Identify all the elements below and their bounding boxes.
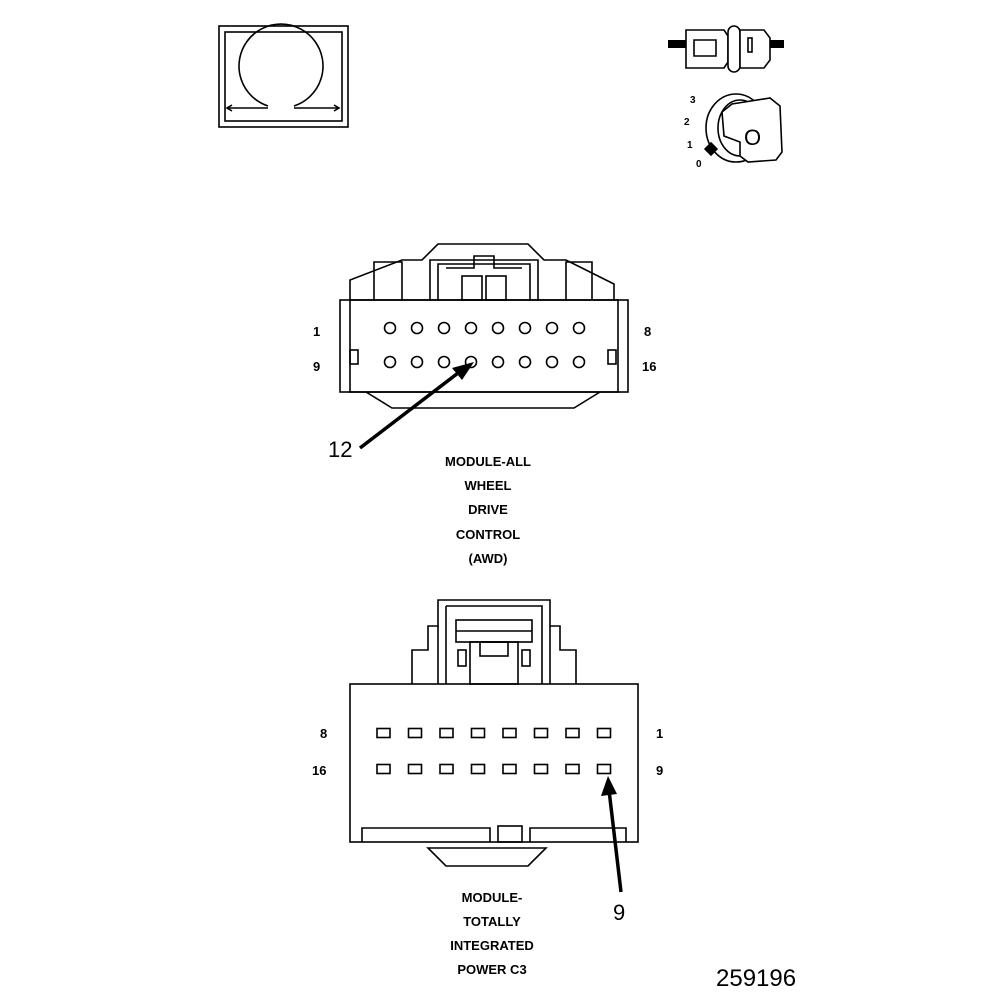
connector-pin (383, 355, 397, 369)
connector-title-line: (AWD) (469, 551, 508, 566)
pin-label-bottom-left: 16 (312, 763, 326, 778)
key-position-label: 2 (684, 117, 690, 128)
connector-pin (376, 763, 391, 775)
connector-title-line: MODULE- (462, 890, 523, 905)
connector-title-line: CONTROL (456, 527, 520, 542)
ignition-key-icon: 3 2 1 0 O (668, 25, 784, 170)
pin-label-bottom-right: 9 (656, 763, 663, 778)
pin-label-top-left: 8 (320, 726, 327, 741)
connector-title-line: WHEEL (465, 478, 512, 493)
connector-title-line: TOTALLY (463, 914, 521, 929)
connector-pin (565, 727, 580, 739)
ohmmeter-icon (218, 23, 349, 128)
connector-pin (545, 355, 559, 369)
connector-pin (376, 727, 391, 739)
pin-label-top-right: 1 (656, 726, 663, 741)
pin-label-top-left: 1 (313, 324, 320, 339)
connector-pin (470, 727, 486, 739)
key-letter: O (744, 125, 761, 150)
connector-pin (596, 727, 612, 739)
connector-pin (437, 321, 451, 335)
connector-pin (596, 763, 612, 775)
key-position-label: 3 (690, 95, 696, 106)
callout-pin-number: 9 (613, 900, 625, 925)
callout-pin-number: 12 (328, 437, 352, 462)
connector-tipm: 8 1 16 9 9 MODULE- TOTALLY INTEGRATED PO… (312, 599, 663, 977)
connector-title-line: INTEGRATED (450, 938, 534, 953)
connector-pin (410, 355, 424, 369)
connector-pin (439, 763, 454, 775)
pin-label-bottom-left: 9 (313, 359, 320, 374)
connector-pin (491, 355, 505, 369)
pin-label-bottom-right: 16 (642, 359, 656, 374)
tipm-pin-grid (376, 727, 612, 775)
connector-pin (491, 321, 505, 335)
connector-pin (533, 763, 549, 775)
connector-pin (464, 321, 478, 335)
connector-pin (565, 763, 580, 775)
connector-pin (572, 355, 586, 369)
awd-pin-grid (383, 321, 586, 369)
connector-title-line: POWER C3 (457, 962, 526, 977)
connector-awd: 1 8 9 16 12 MODULE-ALL WHEEL DRIVE CONTR… (313, 243, 656, 566)
key-position-label: 0 (696, 159, 702, 170)
connector-pin (518, 321, 532, 335)
connector-pin (533, 727, 549, 739)
connector-pin (470, 763, 486, 775)
connector-pin (407, 763, 423, 775)
connector-pin (437, 355, 451, 369)
pin-label-top-right: 8 (644, 324, 651, 339)
connector-title-line: MODULE-ALL (445, 454, 531, 469)
key-position-label: 1 (687, 140, 693, 151)
connector-pin (410, 321, 424, 335)
connector-pin (572, 321, 586, 335)
connector-pin (383, 321, 397, 335)
connector-pin (502, 727, 517, 739)
connector-title-line: DRIVE (468, 502, 508, 517)
connector-pin (502, 763, 517, 775)
connector-pin (545, 321, 559, 335)
connector-pin (439, 727, 454, 739)
figure-id: 259196 (716, 965, 796, 992)
connector-pin (407, 727, 423, 739)
connector-pin (518, 355, 532, 369)
